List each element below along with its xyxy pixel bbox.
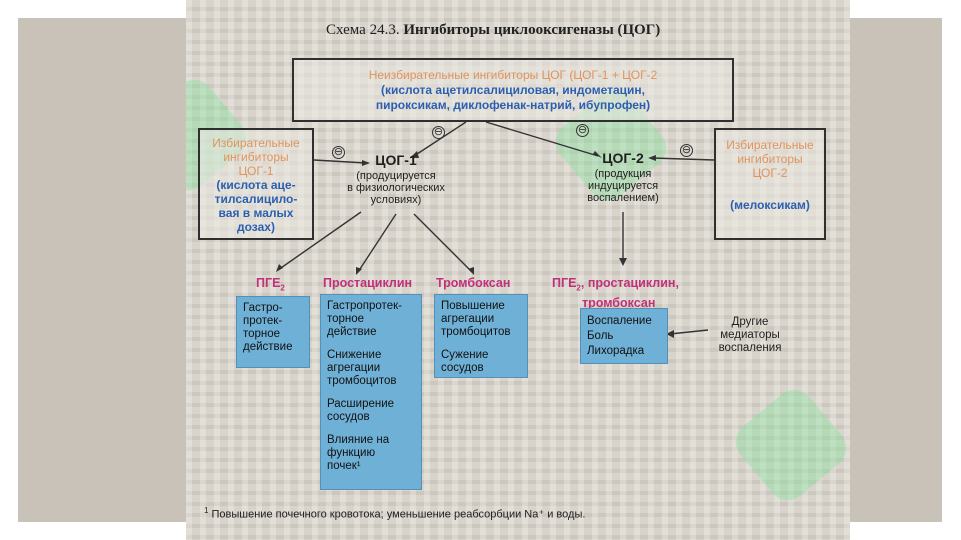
nonselective-drugs-line2: пироксикам, диклофенак-натрий, ибупрофен… (375, 98, 651, 112)
inhibition-sign: ⊖ (576, 124, 589, 137)
effect-cox2-box: Воспаление Боль Лихорадка (580, 308, 668, 364)
selective-cox1-box: Избирательные ингибиторы ЦОГ-1 (кислота … (198, 128, 314, 240)
product-cox2-mediators: ПГЕ2, простациклин, тромбоксан (552, 276, 679, 310)
cox2-desc-3: воспалением) (587, 192, 659, 204)
effect-pge2-box: Гастро- протек- торное действие (236, 296, 310, 368)
scheme-title: Схема 24.3. Ингибиторы циклооксигеназы (… (326, 22, 660, 39)
nonselective-inhibitors-box: Неизбирательные ингибиторы ЦОГ (ЦОГ-1 + … (292, 58, 734, 122)
title-main: Ингибиторы циклооксигеназы (ЦОГ) (403, 22, 661, 38)
title-prefix: Схема 24.3. (326, 22, 400, 38)
nonselective-heading: Неизбирательные ингибиторы ЦОГ (ЦОГ-1 + … (368, 68, 658, 82)
sel-left-heading-1: Избирательные (212, 136, 300, 150)
nonselective-drugs-line1: (кислота ацетилсалициловая, индометацин, (380, 83, 646, 97)
cox1-desc-3: условиях) (370, 194, 422, 206)
left-side-panel (18, 18, 186, 522)
sel-left-drugs-2: тилсалицило- (214, 192, 298, 206)
cox2-label: ЦОГ-2 (602, 150, 644, 166)
sel-left-heading-2: ингибиторы (223, 150, 289, 164)
footnote: 1 Повышение почечного кровотока; уменьше… (204, 506, 586, 521)
selective-cox2-box: Избирательные ингибиторы ЦОГ-2 (мелоксик… (714, 128, 826, 240)
cox1-node: ЦОГ-1 (продуцируется в физиологических у… (336, 152, 456, 206)
sel-left-drugs-4: дозах) (237, 220, 275, 234)
product-pge2: ПГЕ2 (256, 276, 285, 293)
inhibition-sign: ⊖ (332, 146, 345, 159)
cox2-desc-1: (продукция (594, 168, 652, 180)
connector-lines (276, 121, 715, 338)
product-prostacyclin: Простациклин (323, 276, 413, 290)
cox1-label: ЦОГ-1 (375, 152, 417, 168)
sel-right-heading-1: Избирательные (726, 138, 814, 152)
cox1-desc-2: в физиологических (347, 182, 445, 194)
inhibition-sign: ⊖ (432, 126, 445, 139)
sel-right-heading-2: ингибиторы (737, 152, 803, 166)
other-mediators-label: Другие медиаторы воспаления (718, 316, 782, 354)
sel-right-heading-3: ЦОГ-2 (752, 166, 788, 180)
sel-left-drugs-3: вая в малых (218, 206, 294, 220)
cox2-node: ЦОГ-2 (продукция индуцируется воспаление… (568, 150, 678, 204)
sel-right-drugs: (мелоксикам) (730, 198, 810, 212)
right-side-panel (850, 18, 942, 522)
cox1-desc-1: (продуцируется (356, 170, 436, 182)
product-thromboxane: Тромбоксан (436, 276, 511, 290)
sel-left-drugs-1: (кислота аце- (216, 178, 296, 192)
cox2-desc-2: индуцируется (587, 180, 659, 192)
sel-left-heading-3: ЦОГ-1 (238, 164, 274, 178)
scheme-page: Схема 24.3. Ингибиторы циклооксигеназы (… (186, 0, 850, 540)
inhibition-sign: ⊖ (680, 144, 693, 157)
